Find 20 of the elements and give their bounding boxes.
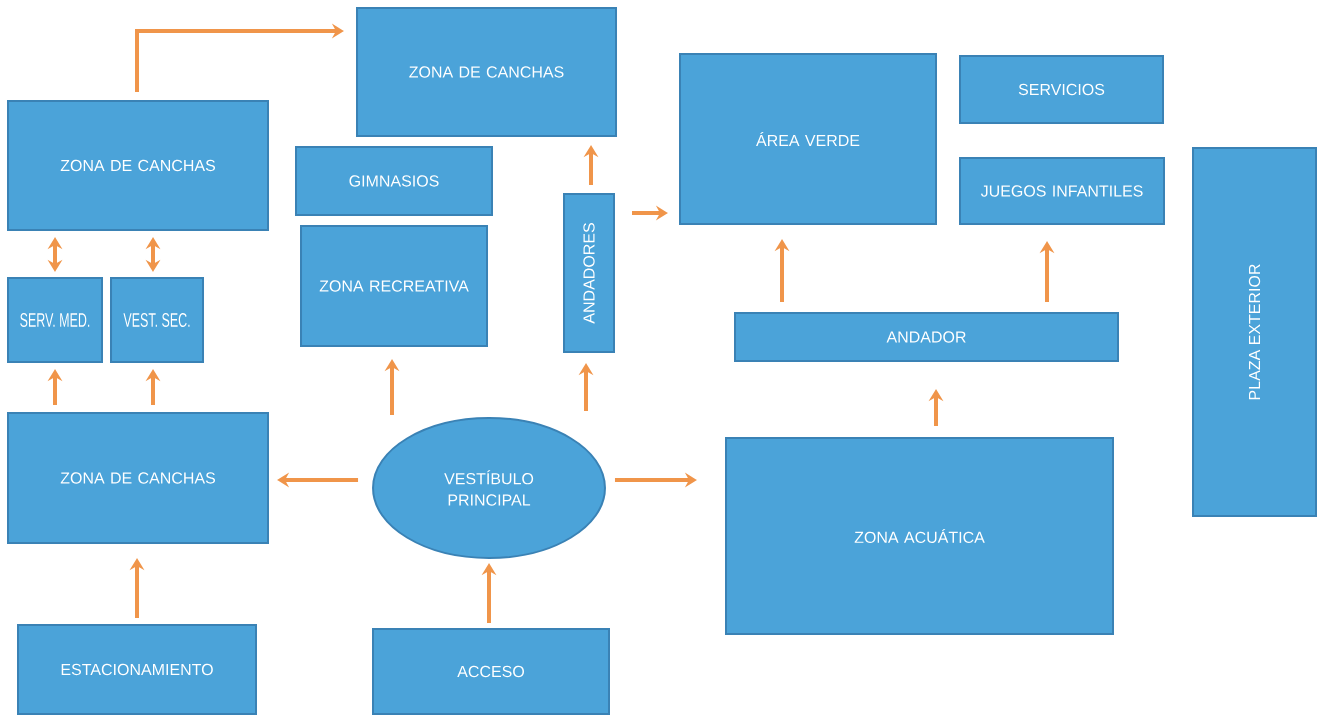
arrow: [47, 237, 63, 272]
process-box: ESTACIONAMIENTO: [17, 624, 257, 715]
arrow: [145, 237, 161, 272]
process-box: ZONA DE CANCHAS: [7, 100, 269, 231]
process-box: ANDADORES: [563, 193, 615, 353]
process-box: ZONA RECREATIVA: [300, 225, 488, 347]
process-box: GIMNASIOS: [295, 146, 493, 216]
process-box: ÁREA VERDE: [679, 53, 937, 225]
process-box: JUEGOS INFANTILES: [959, 157, 1165, 225]
process-box: ANDADOR: [734, 312, 1119, 362]
process-box: SERVICIOS: [959, 55, 1164, 124]
process-box: ZONA DE CANCHAS: [356, 7, 617, 137]
process-box: ZONA DE CANCHAS: [7, 412, 269, 544]
process-box: PLAZA EXTERIOR: [1192, 147, 1317, 517]
arrow: [135, 23, 344, 92]
process-box: SERV. MED.: [7, 277, 103, 363]
process-box: ACCESO: [372, 628, 610, 715]
ellipse-node: VESTÍBULO PRINCIPAL: [372, 417, 606, 559]
process-box: ZONA ACUÁTICA: [725, 437, 1114, 635]
process-box: VEST. SEC.: [110, 277, 204, 363]
